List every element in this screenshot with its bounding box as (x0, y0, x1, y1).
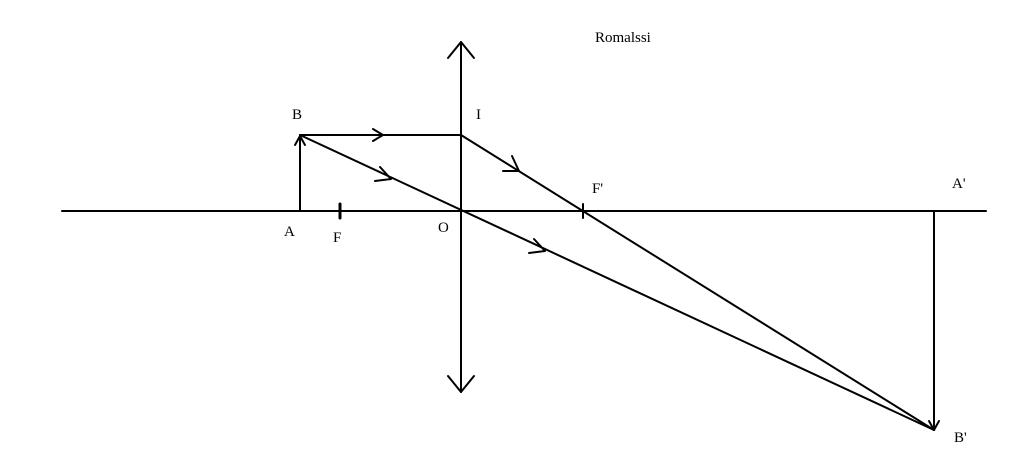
ray-refracted-arrow (502, 155, 520, 172)
label-a-prime: A' (952, 176, 966, 192)
image-arrowhead (928, 420, 940, 431)
label-f-prime: F' (592, 181, 603, 197)
label-a: A (284, 224, 295, 240)
label-f: F (333, 230, 341, 246)
ray-center-arrow-emergent (528, 238, 546, 254)
ray-center-line (299, 134, 935, 431)
ray-parallel (299, 128, 935, 431)
ray-parallel-arrow (372, 128, 384, 142)
ray-parallel-refracted (460, 134, 935, 431)
converging-lens (447, 41, 475, 393)
ray-center-arrow-incident (374, 166, 392, 182)
label-i: I (476, 107, 481, 123)
image-a-prime-b-prime (928, 210, 940, 431)
lens-top-arrowhead (447, 41, 475, 59)
label-b-prime: B' (954, 430, 967, 446)
author-credit: Romalssi (595, 30, 651, 46)
label-b: B (292, 107, 302, 123)
lens-bottom-arrowhead (447, 375, 475, 393)
ray-through-center (299, 134, 935, 431)
object-ab (294, 135, 306, 212)
label-o: O (438, 220, 449, 236)
